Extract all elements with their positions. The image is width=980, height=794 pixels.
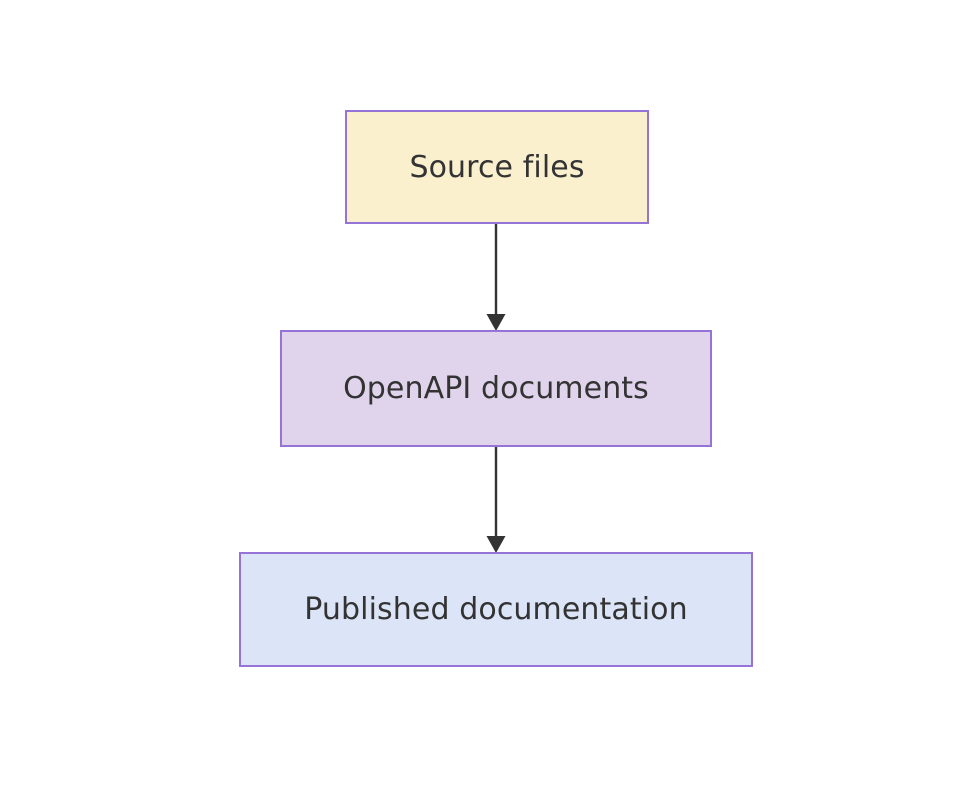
arrowhead-icon bbox=[486, 536, 506, 553]
node-openapi-documents-label: OpenAPI documents bbox=[343, 371, 649, 406]
edge-source-to-openapi bbox=[486, 224, 506, 331]
arrowhead-icon bbox=[486, 314, 506, 331]
node-openapi-documents[interactable]: OpenAPI documents bbox=[280, 330, 712, 447]
node-source-files[interactable]: Source files bbox=[345, 110, 649, 224]
node-published-documentation-label: Published documentation bbox=[304, 592, 688, 627]
node-published-documentation[interactable]: Published documentation bbox=[239, 552, 753, 667]
node-source-files-label: Source files bbox=[409, 149, 585, 185]
edge-openapi-to-published bbox=[486, 447, 506, 553]
